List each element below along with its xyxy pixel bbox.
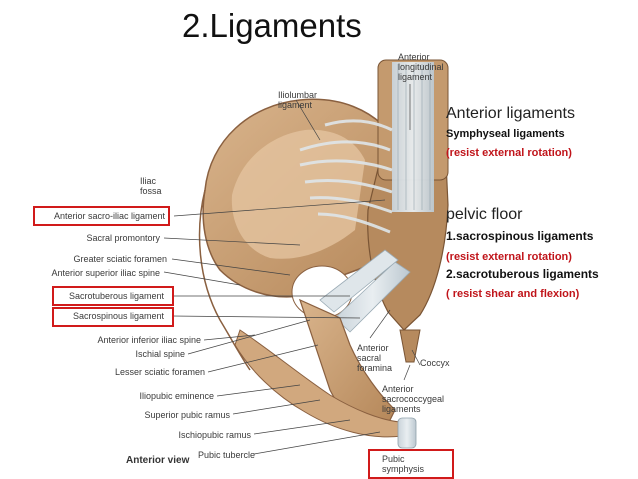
label-ischiopubic-ramus: Ischiopubic ramus	[178, 430, 251, 440]
sacrospinous-ligament	[334, 261, 411, 333]
label-anterior-sacroiliac-ligament: Anterior sacro-iliac ligament	[53, 211, 165, 221]
note-symphyseal: (resist external rotation)	[446, 147, 572, 159]
label-iliolumbar-ligament: Iliolumbar ligament	[278, 90, 318, 110]
sacrotuberous-ligament	[319, 249, 399, 313]
label-sacrospinous-ligament: Sacrospinous ligament	[72, 311, 164, 321]
view-caption: Anterior view	[126, 455, 190, 466]
label-anterior-inferior-iliac-spine: Anterior inferior iliac spine	[97, 335, 201, 345]
label-lesser-sciatic-foramen: Lesser sciatic foramen	[114, 367, 205, 377]
item-symphyseal-ligaments: Symphyseal ligaments	[446, 128, 565, 140]
heading-anterior-ligaments: Anterior ligaments	[446, 105, 575, 122]
heading-pelvic-floor: pelvic floor	[446, 206, 523, 223]
highlight-box-pubic-symphysis	[368, 449, 454, 479]
sacroiliac-ligament-fibres	[299, 119, 393, 234]
label-pubic-tubercle: Pubic tubercle	[197, 450, 255, 460]
notes-anterior: Anterior ligaments Symphyseal ligaments …	[446, 104, 575, 160]
slide-title: 2.Ligaments	[182, 7, 362, 44]
label-anterior-sacral-foramina: Anterior sacral foramina	[357, 343, 393, 373]
highlight-box-sacrotuberous	[52, 286, 174, 306]
label-ischial-spine: Ischial spine	[135, 349, 185, 359]
label-sacral-promontory: Sacral promontory	[86, 233, 160, 243]
label-anterior-superior-iliac-spine: Anterior superior iliac spine	[51, 268, 160, 278]
label-anterior-sacrococcygeal-ligaments: Anterior sacrococcygeal ligaments	[382, 384, 445, 414]
label-coccyx: Coccyx	[420, 358, 450, 368]
notes-pelvic-floor: pelvic floor 1.sacrospinous ligaments (r…	[446, 205, 599, 301]
label-greater-sciatic-foramen: Greater sciatic foramen	[73, 254, 167, 264]
leader-lines	[163, 84, 421, 455]
highlight-box-sacrospinous	[52, 307, 174, 327]
label-pubic-symphysis: Pubic symphysis	[382, 454, 425, 474]
label-anterior-longitudinal-ligament: Anterior longitudinal ligament	[398, 52, 444, 82]
note-sacrotuberous: ( resist shear and flexion)	[446, 288, 580, 300]
highlight-box-anterior-sacroiliac	[33, 206, 170, 226]
coccyx-bone	[399, 329, 421, 363]
label-sacrotuberous-ligament: Sacrotuberous ligament	[68, 291, 164, 301]
anterior-longitudinal-ligament-band	[392, 62, 434, 212]
pelvis-outline	[198, 189, 251, 371]
item-sacrotuberous-ligaments: 2.sacrotuberous ligaments	[446, 267, 599, 281]
item-sacrospinous-ligaments: 1.sacrospinous ligaments	[446, 229, 594, 243]
label-iliac-fossa: Iliac fossa	[140, 176, 162, 196]
label-iliopubic-eminence: Iliopubic eminence	[139, 391, 214, 401]
label-superior-pubic-ramus: Superior pubic ramus	[144, 410, 230, 420]
pubic-symphysis-shape	[397, 417, 417, 449]
note-sacrospinous: (resist external rotation)	[446, 251, 572, 263]
